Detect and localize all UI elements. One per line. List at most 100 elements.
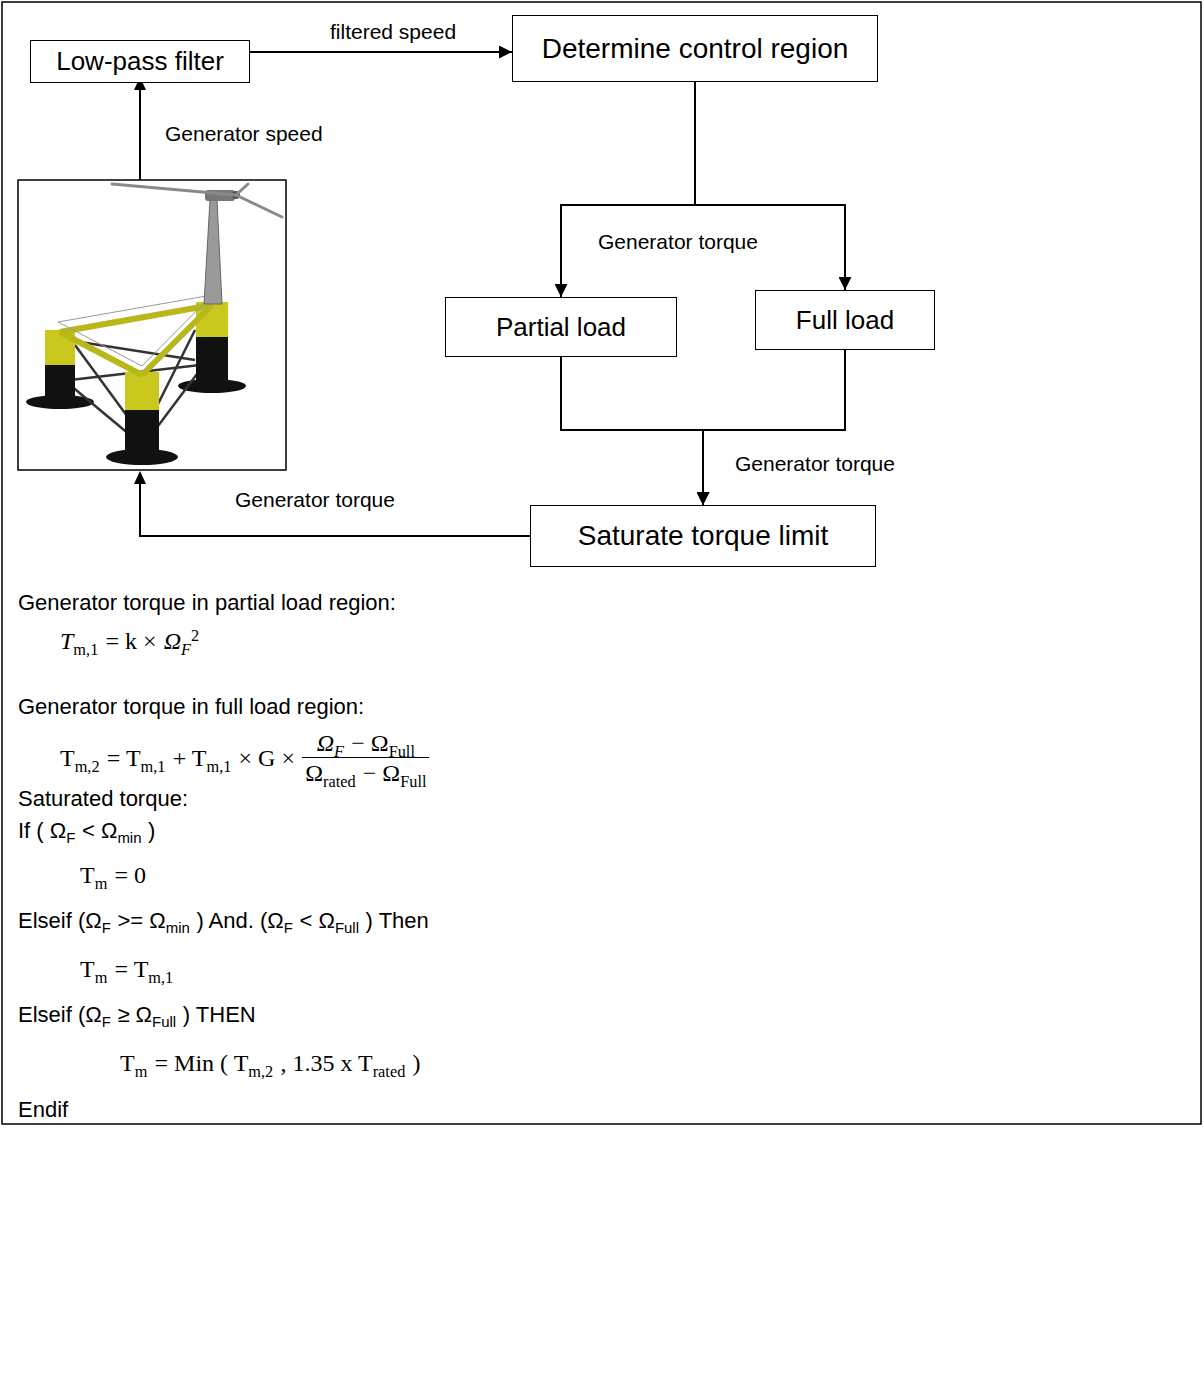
subscript: m,1 — [141, 757, 166, 777]
subscript: F — [66, 829, 75, 846]
formula-term: × G × — [239, 745, 295, 772]
tower — [204, 200, 222, 304]
column-top — [125, 372, 159, 410]
formula-term: >= Ω — [117, 908, 165, 934]
subscript: m — [95, 874, 108, 894]
process-box: Saturate torque limit — [530, 505, 876, 567]
formula-term: T — [80, 862, 95, 889]
text-line: Saturated torque: — [18, 786, 188, 812]
formula-term: ) Then — [366, 908, 429, 934]
formula-row: Tm,1= k ×ΩF2 — [60, 628, 199, 655]
subscript: m,2 — [75, 757, 100, 777]
column-bottom — [196, 337, 228, 386]
formula-term: Elseif (Ω — [18, 1002, 102, 1028]
formula-row: Tm= 0 — [80, 862, 146, 889]
formula-line: Elseif (ΩF ≥ ΩFull ) THEN — [18, 1002, 256, 1028]
process-box: Low-pass filter — [30, 40, 250, 83]
formula-term: = Min ( T — [155, 1050, 249, 1077]
flow-arrow — [561, 357, 703, 505]
formula-line: Tm,2= Tm,1+ Tm,1× G ×ΩF− ΩFullΩrated− ΩF… — [60, 730, 429, 787]
process-box: Full load — [755, 290, 935, 350]
subscript: Full — [400, 772, 426, 792]
column-bottom — [45, 365, 75, 402]
signal-label: Generator torque — [735, 452, 895, 476]
formula-line: Tm= 0 — [80, 862, 146, 889]
formula-row: If ( ΩF< Ωmin) — [18, 818, 155, 844]
subscript: F — [102, 1013, 111, 1030]
arrowhead — [134, 471, 146, 484]
numerator: ΩF− ΩFull — [314, 730, 418, 757]
formula-line: Tm,1= k ×ΩF2 — [60, 628, 199, 655]
formula-term: Ω — [164, 628, 181, 655]
formula-term: = T — [115, 956, 149, 983]
formula-term: Ω — [317, 730, 334, 757]
formula-term: , 1.35 x T — [280, 1050, 372, 1077]
formula-line: Tm= Min ( Tm,2, 1.35 x Trated) — [120, 1050, 420, 1077]
box-label: Full load — [796, 305, 894, 336]
speed-wire — [139, 86, 141, 180]
formula-row: Elseif (ΩF>= Ωmin) And. (ΩF< ΩFull) Then — [18, 908, 429, 934]
formula-term: ) THEN — [183, 1002, 256, 1028]
deck-railing — [58, 295, 212, 366]
formula-term: T — [60, 628, 73, 655]
torque-wire — [140, 481, 530, 536]
formula-term: < Ω — [82, 818, 117, 844]
text-line: Endif — [18, 1097, 68, 1123]
formula-term: T — [120, 1050, 135, 1077]
column-bottom — [125, 410, 159, 457]
formula-term: T — [60, 745, 75, 772]
flow-arrow — [703, 350, 845, 505]
formula-term: − Ω — [351, 730, 388, 757]
box-label: Determine control region — [542, 33, 849, 65]
fraction: ΩF− ΩFullΩrated− ΩFull — [302, 730, 429, 787]
formula-term: ) — [148, 818, 155, 844]
subscript: F — [284, 919, 293, 936]
subscript: m — [135, 1062, 148, 1082]
process-box: Determine control region — [512, 15, 878, 82]
flow-arrow — [561, 82, 695, 297]
formula-term: T — [80, 956, 95, 983]
signal-label: Generator torque — [235, 488, 395, 512]
subscript: F — [181, 640, 191, 660]
subscript: m,1 — [148, 968, 173, 988]
formula-term: < Ω — [300, 908, 335, 934]
superscript: 2 — [191, 626, 199, 646]
subscript: m,1 — [206, 757, 231, 777]
box-label: Low-pass filter — [56, 46, 224, 77]
subscript: m,1 — [73, 640, 98, 660]
signal-label: Generator torque — [598, 230, 758, 254]
formula-term: ≥ Ω — [117, 1002, 152, 1028]
formula-term: ) And. (Ω — [196, 908, 283, 934]
formula-term: = 0 — [115, 862, 147, 889]
signal-label: Generator speed — [165, 122, 323, 146]
formula-line: If ( ΩF< Ωmin) — [18, 818, 155, 844]
formula-row: Tm= Tm,1 — [80, 956, 173, 983]
formula-term: − Ω — [363, 760, 400, 787]
denominator: Ωrated− ΩFull — [302, 757, 429, 787]
subscript: m — [95, 968, 108, 988]
formula-row: Elseif (ΩF ≥ ΩFull ) THEN — [18, 1002, 256, 1028]
formula-line: Tm= Tm,1 — [80, 956, 173, 983]
formula-term: Elseif (Ω — [18, 908, 102, 934]
blades — [112, 184, 282, 217]
box-label: Partial load — [496, 312, 626, 343]
formula-row: Tm,2= Tm,1+ Tm,1× G × — [60, 745, 295, 772]
flow-arrow — [695, 82, 845, 290]
subscript: Full — [152, 1013, 176, 1030]
subscript: F — [102, 919, 111, 936]
box-label: Saturate torque limit — [578, 520, 829, 552]
deck — [60, 305, 212, 375]
formula-term: If ( Ω — [18, 818, 66, 844]
subscript: Full — [335, 919, 359, 936]
formula-term: ) — [412, 1050, 420, 1077]
formula-row: Tm= Min ( Tm,2, 1.35 x Trated) — [120, 1050, 420, 1077]
turbine-illustration — [18, 180, 286, 470]
formula-term: Ω — [305, 760, 323, 787]
subscript: F — [334, 742, 344, 762]
subscript: Full — [389, 742, 415, 762]
subscript: rated — [373, 1062, 406, 1082]
formula-line: Elseif (ΩF>= Ωmin) And. (ΩF< ΩFull) Then — [18, 908, 429, 934]
formula-term: = k × — [105, 628, 156, 655]
